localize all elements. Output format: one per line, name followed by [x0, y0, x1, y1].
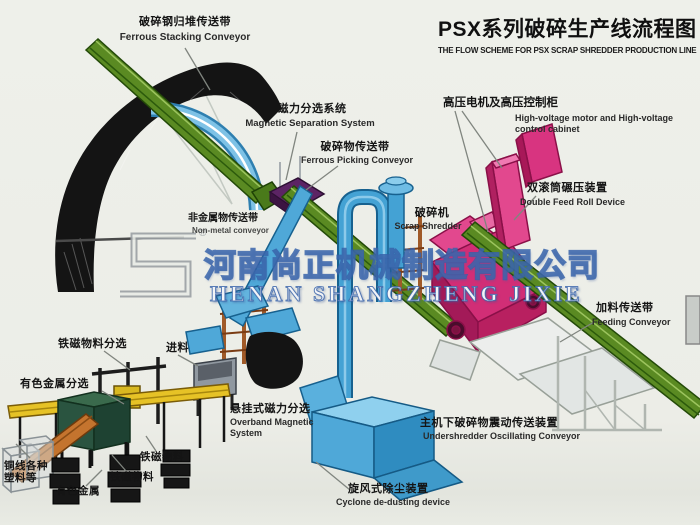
label-hv-motor-cn: 高压电机及高压控制柜: [443, 97, 558, 109]
sorting-line-left: [1, 325, 237, 505]
label-nonferrous-sorting: 有色金属分选: [20, 378, 89, 390]
label-cyclone-en: Cyclone de-dusting device: [336, 497, 451, 507]
cyclone-dust-collector: [311, 396, 464, 501]
label-scrap-shredder-en: Scrap Shredder: [394, 221, 462, 231]
label-ferrous-stacking-en: Ferrous Stacking Conveyor: [119, 32, 251, 43]
label-feeding-conveyor-en: Feeding Conveyor: [592, 317, 671, 327]
label-feeding-conveyor-cn: 加料传送带: [596, 302, 654, 314]
label-nonmetal-conveyor-cn: 非金属物传送带: [188, 213, 258, 224]
label-ferrous-stacking-cn: 破碎钢归堆传送带: [139, 16, 231, 28]
label-copper-wire-2: 塑料等: [4, 472, 37, 485]
label-ferrous-picking-en: Ferrous Picking Conveyor: [300, 155, 414, 165]
registered-mark: ®: [199, 228, 207, 239]
label-double-feed-roll-cn: 双滚筒碾压装置: [527, 182, 608, 194]
label-ferromagnetic-material-1: 铁磁物料: [110, 471, 154, 483]
oscillating-conveyor: [429, 317, 656, 415]
feeding-conveyor-belt: [460, 220, 700, 420]
label-overband-en-1: Overband Magnetic: [230, 417, 314, 427]
label-ferrous-picking-cn: 破碎物传送带: [320, 141, 390, 153]
label-ferromagnetic-material-2: 铁磁物料: [140, 451, 184, 463]
label-undershredder-en: Undershredder Oscillating Conveyor: [423, 431, 581, 441]
label-magnetic-separation-en: Magnetic Separation System: [245, 118, 375, 129]
label-hv-motor-en-2: control cabinet: [515, 123, 580, 134]
label-copper-wire: 铜线各种 塑料等: [4, 460, 48, 484]
label-magnetic-separation-cn: 磁力分选系统: [277, 103, 347, 115]
title-cn: PSX系列破碎生产线流程图: [438, 18, 697, 41]
label-nonmetal-conveyor-en: Non-metal conveyor: [192, 226, 269, 235]
label-nonferrous-metal: 有色金属: [56, 485, 100, 497]
label-feed-in: 进料: [166, 342, 189, 354]
diagram-title: PSX系列破碎生产线流程图 THE FLOW SCHEME FOR PSX SC…: [438, 13, 697, 55]
watermark-logo: ®: [120, 228, 207, 298]
label-undershredder-cn: 主机下破碎物震动传送装置: [420, 417, 558, 429]
label-double-feed-roll-en: Double Feed Roll Device: [520, 197, 626, 207]
label-ferromagnetic-sorting: 铁磁物料分选: [58, 338, 127, 350]
dedusting-pipes: [337, 176, 414, 398]
conveyor-support-lattice: [552, 295, 700, 432]
label-overband-en-2: System: [230, 427, 263, 438]
label-overband-cn: 悬挂式磁力分选: [230, 403, 311, 415]
label-scrap-shredder-cn: 破碎机: [414, 207, 450, 219]
watermark-company-cn: 河南尚正机械制造有限公司: [203, 246, 601, 284]
nonmetal-discharge-chutes: [214, 184, 313, 343]
label-overband-en: Overband Magnetic System: [230, 417, 314, 439]
label-cyclone-cn: 旋风式除尘装置: [348, 483, 429, 495]
label-hv-motor-en: High-voltage motor and High-voltage cont…: [515, 113, 673, 135]
label-copper-wire-1: 铜线各种: [4, 460, 48, 472]
label-hv-motor-en-1: High-voltage motor and High-voltage: [515, 113, 674, 123]
watermark-company-en: HENAN SHANGZHENG JIXIE: [210, 281, 583, 307]
title-en: THE FLOW SCHEME FOR PSX SCRAP SHREDDER P…: [438, 46, 697, 55]
shredded-output-pile: [245, 331, 303, 389]
